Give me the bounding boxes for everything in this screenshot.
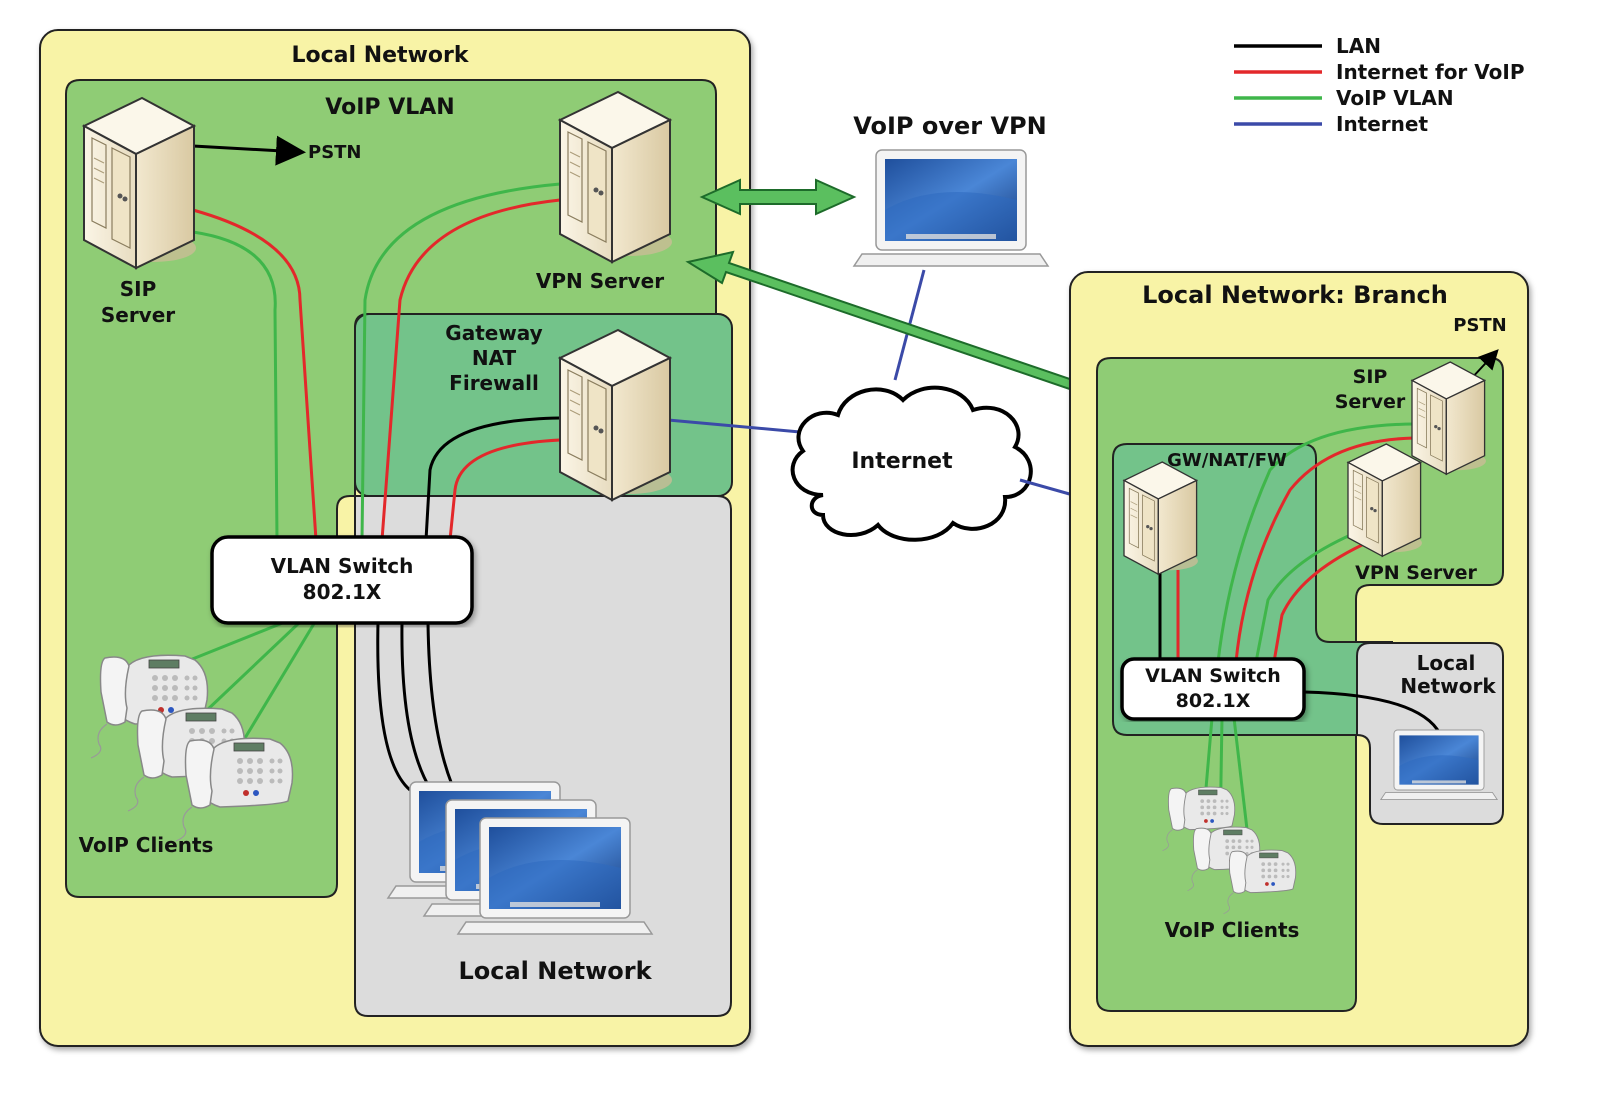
legend-label: LAN <box>1336 34 1381 58</box>
main-sip-server-icon <box>83 97 197 269</box>
branch-switch-label-2: 802.1X <box>1176 690 1251 712</box>
main-laptop-icon <box>457 817 653 935</box>
branch-lan-label-2: Network <box>1400 674 1496 698</box>
voip-vlan-title: VoIP VLAN <box>325 95 454 120</box>
main-lan-title: Local Network <box>458 957 652 985</box>
main-gateway-server-icon <box>559 329 673 501</box>
main-gateway-label-3: Firewall <box>449 371 539 395</box>
branch-laptop-icon <box>1380 729 1498 801</box>
main-pstn-label: PSTN <box>308 142 362 163</box>
branch-voip-clients-label: VoIP Clients <box>1165 918 1300 942</box>
branch-title: Local Network: Branch <box>1142 281 1448 309</box>
legend-label: Internet for VoIP <box>1336 60 1525 84</box>
legend: LAN Internet for VoIP VoIP VLAN Internet <box>1234 34 1525 136</box>
main-sip-server-label-1: SIP <box>120 277 157 301</box>
internet-cloud: Internet <box>790 385 1033 542</box>
voip-vlan-zone <box>65 79 717 898</box>
main-sip-server-label-2: Server <box>101 303 175 327</box>
main-vpn-server-icon <box>559 91 673 263</box>
main-vpn-server-label: VPN Server <box>536 269 664 293</box>
main-gateway-label-1: Gateway <box>445 321 542 345</box>
branch-gateway-server-icon <box>1123 461 1199 575</box>
main-switch-label-2: 802.1X <box>303 580 382 604</box>
branch-pstn-label: PSTN <box>1453 315 1507 336</box>
vpn-client-title: VoIP over VPN <box>853 112 1046 140</box>
vpn-tunnel-arrows <box>685 178 1148 414</box>
branch-vpn-label: VPN Server <box>1355 562 1477 584</box>
legend-label: VoIP VLAN <box>1336 86 1454 110</box>
branch-switch-label-1: VLAN Switch <box>1145 665 1281 687</box>
main-gateway-label-2: NAT <box>472 346 517 370</box>
legend-item: Internet <box>1234 112 1428 136</box>
main-vlan-switch: VLAN Switch 802.1X <box>210 535 474 625</box>
branch-gateway-label: GW/NAT/FW <box>1167 450 1287 471</box>
legend-item: VoIP VLAN <box>1234 86 1454 110</box>
internet-cloud-label: Internet <box>851 449 953 474</box>
main-voip-clients-label: VoIP Clients <box>79 833 214 857</box>
main-connections <box>189 135 801 832</box>
branch-sip-label-2: Server <box>1335 391 1406 413</box>
branch-sip-label-1: SIP <box>1353 366 1388 388</box>
main-local-network-title: Local Network <box>292 43 470 68</box>
branch-vlan-switch: VLAN Switch 802.1X <box>1120 657 1306 721</box>
branch-sip-server-icon <box>1411 361 1487 475</box>
vpn-client-laptop-icon <box>853 149 1049 267</box>
vpn-tunnel-client-arrow <box>699 178 857 216</box>
legend-item: LAN <box>1234 34 1381 58</box>
branch-vpn-server-icon <box>1347 443 1423 557</box>
branch-lan-label-1: Local <box>1417 651 1476 675</box>
legend-label: Internet <box>1336 112 1428 136</box>
gateway-zone <box>354 313 733 497</box>
legend-item: Internet for VoIP <box>1234 60 1525 84</box>
main-switch-label-1: VLAN Switch <box>271 554 414 578</box>
